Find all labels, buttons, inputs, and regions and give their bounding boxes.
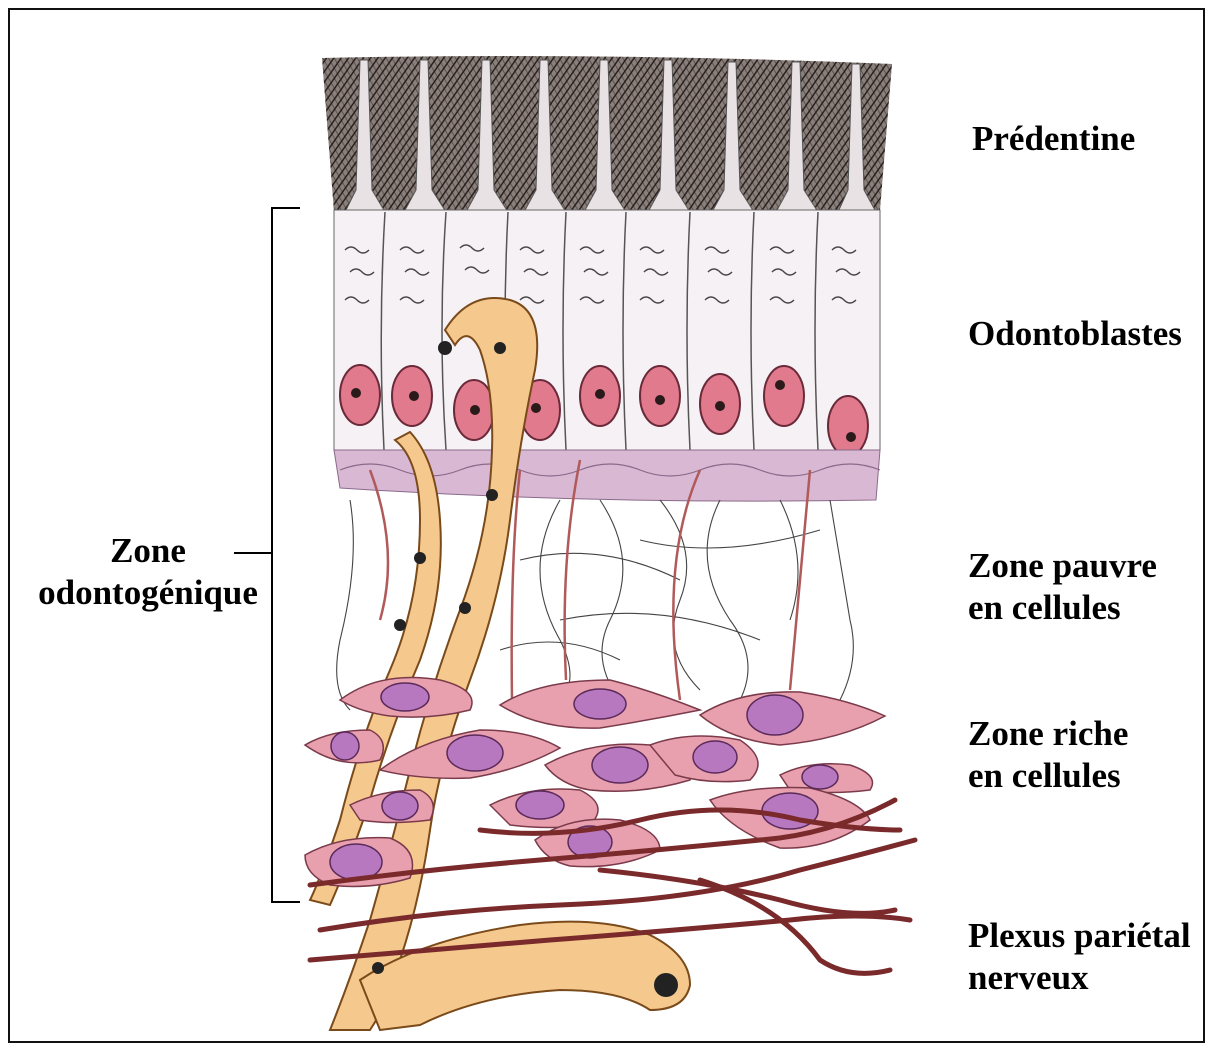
label-odontogenic-line2: odontogénique	[28, 572, 268, 614]
label-plexus-line1: Plexus pariétal	[968, 915, 1191, 957]
label-cell-rich-zone: Zone riche en cellules	[968, 713, 1128, 797]
label-cell-poor-zone: Zone pauvre en cellules	[968, 545, 1157, 629]
label-cell-rich-line1: Zone riche	[968, 713, 1128, 755]
label-predentine-text: Prédentine	[972, 118, 1135, 160]
odontoblast-layer	[334, 210, 880, 456]
label-odontogenic-zone: Zone odontogénique	[28, 530, 268, 614]
label-odontoblastes: Odontoblastes	[968, 313, 1182, 355]
label-predentine: Prédentine	[972, 118, 1135, 160]
label-nerve-plexus: Plexus pariétal nerveux	[968, 915, 1191, 999]
label-cell-rich-line2: en cellules	[968, 755, 1128, 797]
label-plexus-line2: nerveux	[968, 957, 1191, 999]
label-odontoblastes-text: Odontoblastes	[968, 313, 1182, 355]
label-cell-poor-line2: en cellules	[968, 587, 1157, 629]
label-odontogenic-line1: Zone	[28, 530, 268, 572]
label-cell-poor-line1: Zone pauvre	[968, 545, 1157, 587]
predentine-layer	[322, 56, 892, 212]
